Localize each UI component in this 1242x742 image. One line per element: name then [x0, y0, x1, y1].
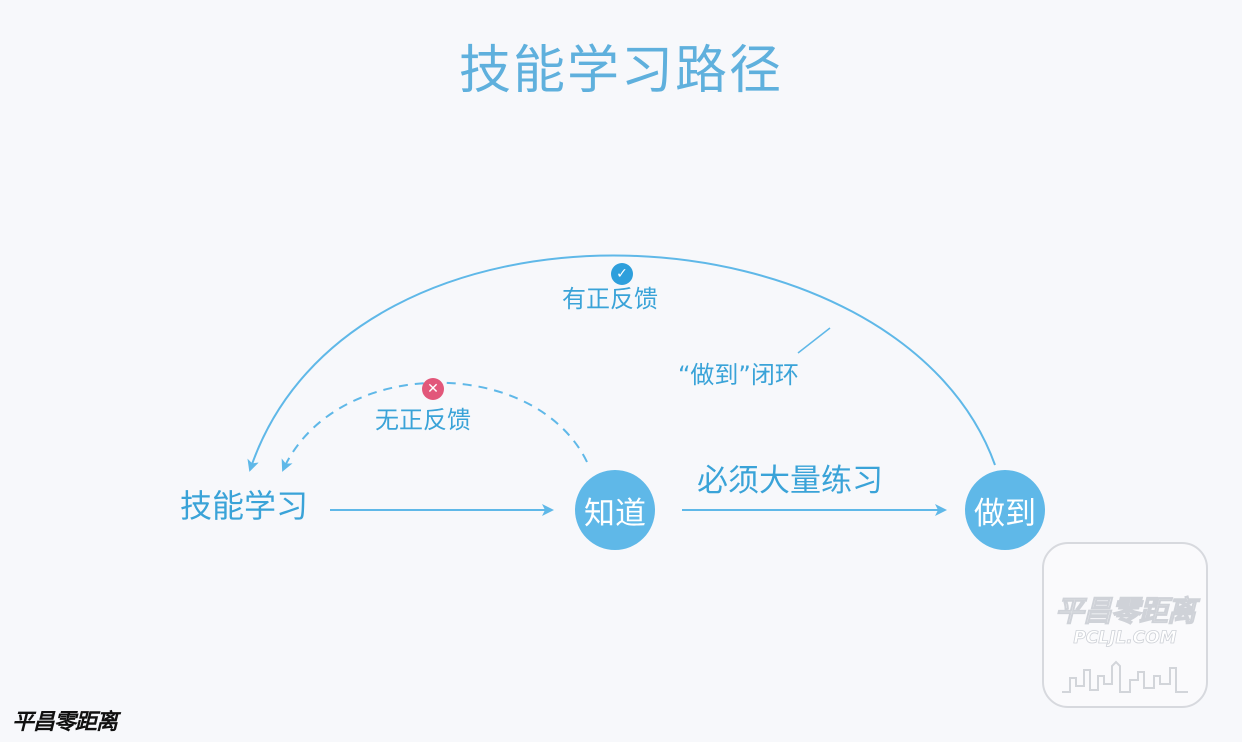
negative-feedback-label: 无正反馈 [375, 406, 471, 434]
loop-pointer-line [797, 327, 831, 354]
edge-label-practice: 必须大量练习 [697, 463, 883, 499]
node-do-label: 做到 [974, 495, 1036, 532]
node-do: 做到 [965, 470, 1045, 550]
node-know: 知道 [575, 470, 655, 550]
node-know-label: 知道 [584, 495, 646, 532]
check-icon: ✓ [611, 263, 633, 285]
cross-icon: ✕ [422, 378, 444, 400]
watermark-url: PCLJL.COM [1073, 628, 1177, 649]
diagram-title: 技能学习路径 [458, 41, 783, 101]
node-skill-learning: 技能学习 [180, 487, 309, 525]
skyline-icon [1062, 660, 1188, 693]
positive-feedback-arc [247, 254, 996, 472]
watermark-brand: 平昌零距离 [1054, 594, 1196, 629]
watermark-logo: 平昌零距离 PCLJL.COM [1042, 542, 1208, 708]
closed-loop-label: “做到”闭环 [678, 361, 799, 389]
positive-feedback-label: 有正反馈 [562, 285, 658, 313]
corner-watermark: 平昌零距离 [12, 710, 118, 735]
